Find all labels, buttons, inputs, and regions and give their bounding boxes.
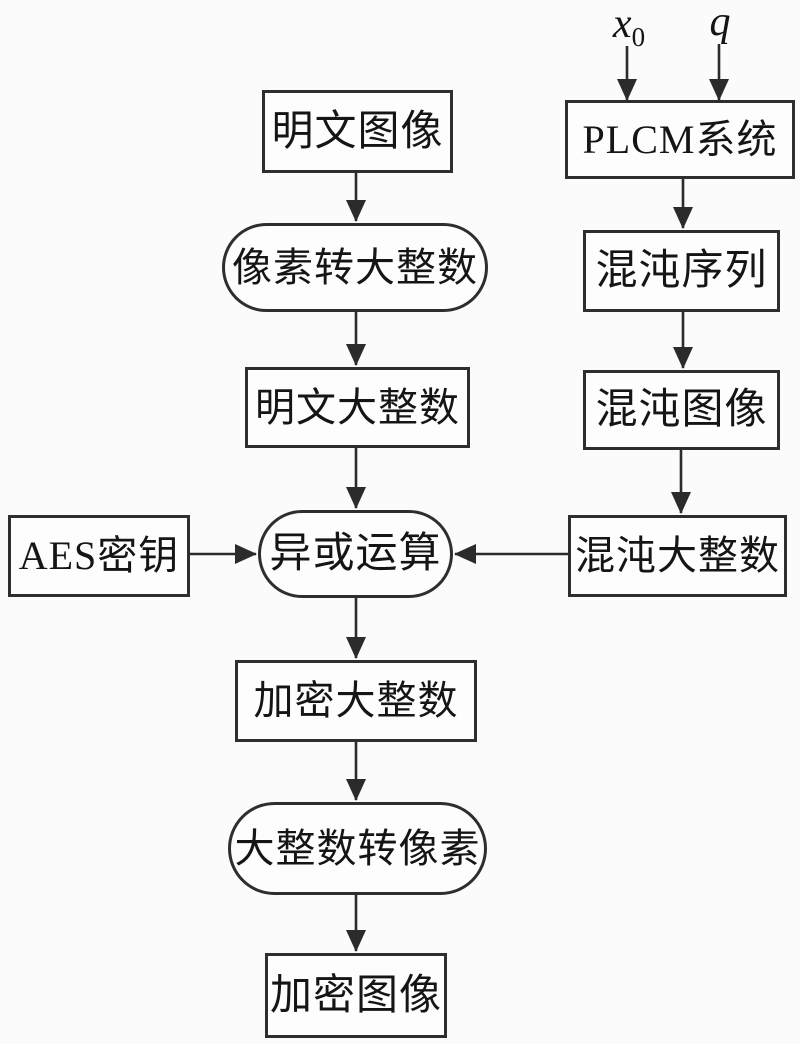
node-plaintext-big-integer: 明文大整数 xyxy=(245,367,470,448)
node-label: 混沌大整数 xyxy=(575,533,780,578)
input-label-q: q xyxy=(698,0,742,46)
node-chaotic-image: 混沌图像 xyxy=(583,370,780,450)
x0-subscript: 0 xyxy=(631,22,646,52)
node-label: 混沌图像 xyxy=(595,387,768,433)
node-label: 加密大整数 xyxy=(253,678,459,723)
node-xor-operation: 异或运算 xyxy=(258,510,453,598)
node-label: 像素转大整数 xyxy=(232,244,478,290)
node-label: 异或运算 xyxy=(269,531,442,577)
q-variable: q xyxy=(709,0,731,45)
node-label: AES密钥 xyxy=(18,533,180,578)
node-big-integer-to-pixels: 大整数转像素 xyxy=(228,802,487,895)
node-label: 加密图像 xyxy=(269,972,442,1019)
node-plcm-system: PLCM系统 xyxy=(565,100,795,179)
node-chaotic-sequence: 混沌序列 xyxy=(583,230,780,312)
node-pixels-to-big-integer: 像素转大整数 xyxy=(222,223,488,312)
node-label: 明文图像 xyxy=(271,108,444,155)
node-label: 明文大整数 xyxy=(255,384,460,430)
node-encrypted-image: 加密图像 xyxy=(265,953,447,1038)
node-encrypted-big-integer: 加密大整数 xyxy=(235,660,477,742)
node-label: PLCM系统 xyxy=(582,116,778,162)
x0-variable: x xyxy=(612,1,632,47)
node-plaintext-image: 明文图像 xyxy=(262,90,453,173)
node-chaotic-big-integer: 混沌大整数 xyxy=(568,515,787,597)
node-aes-key: AES密钥 xyxy=(8,515,190,597)
node-label: 大整数转像素 xyxy=(234,825,481,871)
node-label: 混沌序列 xyxy=(595,248,768,294)
